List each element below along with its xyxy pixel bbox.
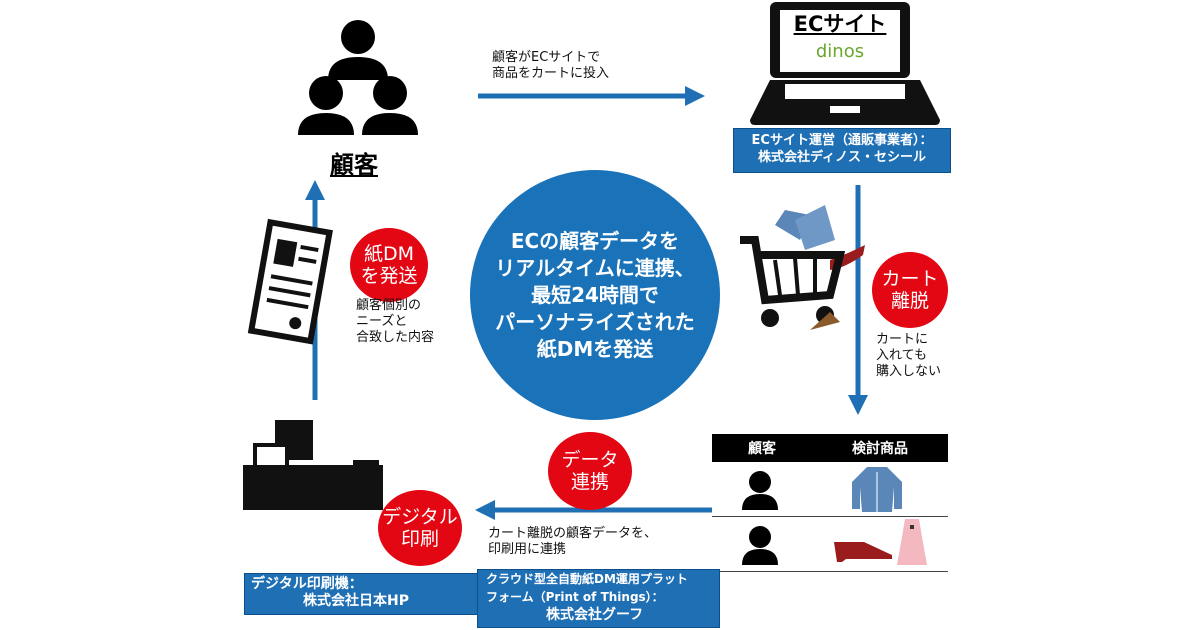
table-row bbox=[712, 462, 948, 517]
laptop-icon: ECサイト dinos bbox=[770, 2, 910, 78]
badge-line: 連携 bbox=[570, 471, 609, 493]
paper-document-icon bbox=[247, 218, 333, 345]
platform-company-box: クラウド型全自動紙DM運用プラット フォーム（Print of Things）：… bbox=[477, 569, 720, 628]
badge-line: 紙DM bbox=[363, 243, 415, 265]
header-customer: 顧客 bbox=[748, 441, 776, 457]
printer-company-box: デジタル印刷機： 株式会社日本HP bbox=[244, 573, 478, 615]
cart-abandon-badge: カート 離脱 bbox=[872, 252, 948, 328]
paper-dm-note: 顧客個別の ニーズと 合致した内容 bbox=[356, 298, 434, 346]
shirt-icon bbox=[852, 467, 902, 512]
shopping-cart-icon bbox=[740, 205, 865, 330]
platform-line1: クラウド型全自動紙DM運用プラット bbox=[486, 572, 688, 586]
badge-line: を発送 bbox=[360, 265, 418, 287]
center-line: 最短24時間で bbox=[531, 282, 659, 307]
table-header: 顧客 検討商品 bbox=[712, 434, 948, 462]
center-line: パーソナライズされた bbox=[495, 309, 695, 334]
ec-operator-line2: 株式会社ディノス・セシール bbox=[757, 150, 927, 165]
badge-line: カート bbox=[881, 268, 939, 290]
badge-line: 離脱 bbox=[890, 290, 929, 312]
customer-product-table: 顧客 検討商品 bbox=[712, 434, 948, 572]
header-product: 検討商品 bbox=[852, 441, 908, 457]
badge-line: データ bbox=[561, 449, 619, 471]
center-line: ECの顧客データを bbox=[510, 228, 680, 253]
note-line: カート離脱の顧客データを、 bbox=[488, 526, 658, 541]
digital-print-badge: デジタル 印刷 bbox=[378, 490, 462, 566]
dress-icon bbox=[897, 519, 927, 565]
laptop-base bbox=[750, 80, 940, 125]
badge-line: 印刷 bbox=[400, 528, 439, 550]
dinos-logo: dinos bbox=[815, 41, 865, 62]
flow-top-line2: 商品をカートに投入 bbox=[492, 66, 610, 81]
flow-top-line1: 顧客がECサイトで bbox=[492, 50, 601, 65]
flow-top-text: 顧客がECサイトで 商品をカートに投入 bbox=[492, 50, 609, 82]
customers-icon bbox=[298, 20, 418, 135]
printer-company-line1: デジタル印刷機： bbox=[251, 576, 363, 592]
center-line: 紙DMを発送 bbox=[536, 336, 654, 361]
ec-site-title: ECサイト bbox=[793, 12, 887, 36]
ec-operator-line1: ECサイト運営（通販事業者）： bbox=[751, 133, 933, 148]
ec-operator-box: ECサイト運営（通販事業者）： 株式会社ディノス・セシール bbox=[733, 128, 951, 173]
person-icon bbox=[742, 526, 778, 565]
note-line: 印刷用に連携 bbox=[488, 542, 567, 557]
center-line: リアルタイムに連携、 bbox=[495, 255, 695, 280]
customer-label: 顧客 bbox=[330, 151, 378, 179]
data-link-badge: データ 連携 bbox=[548, 432, 632, 510]
badge-line: デジタル bbox=[382, 506, 458, 528]
shoe-icon bbox=[834, 542, 892, 562]
platform-line3: 株式会社グーフ bbox=[546, 607, 644, 623]
table-row bbox=[712, 517, 948, 572]
person-icon bbox=[742, 471, 778, 510]
platform-line2: フォーム（Print of Things）： bbox=[486, 590, 664, 604]
note-line: 顧客個別の bbox=[356, 298, 422, 313]
center-message-circle: ECの顧客データを リアルタイムに連携、 最短24時間で パーソナライズされた … bbox=[470, 170, 720, 420]
note-line: 入れても bbox=[876, 348, 927, 363]
data-link-note: カート離脱の顧客データを、 印刷用に連携 bbox=[488, 526, 657, 558]
note-line: 合致した内容 bbox=[356, 330, 435, 345]
paper-dm-badge: 紙DM を発送 bbox=[350, 228, 428, 302]
cart-abandon-note: カートに 入れても 購入しない bbox=[876, 332, 941, 380]
note-line: 購入しない bbox=[876, 364, 942, 379]
printer-icon bbox=[243, 420, 383, 510]
note-line: カートに bbox=[876, 332, 929, 347]
note-line: ニーズと bbox=[356, 314, 408, 329]
printer-company-line2: 株式会社日本HP bbox=[303, 593, 409, 609]
